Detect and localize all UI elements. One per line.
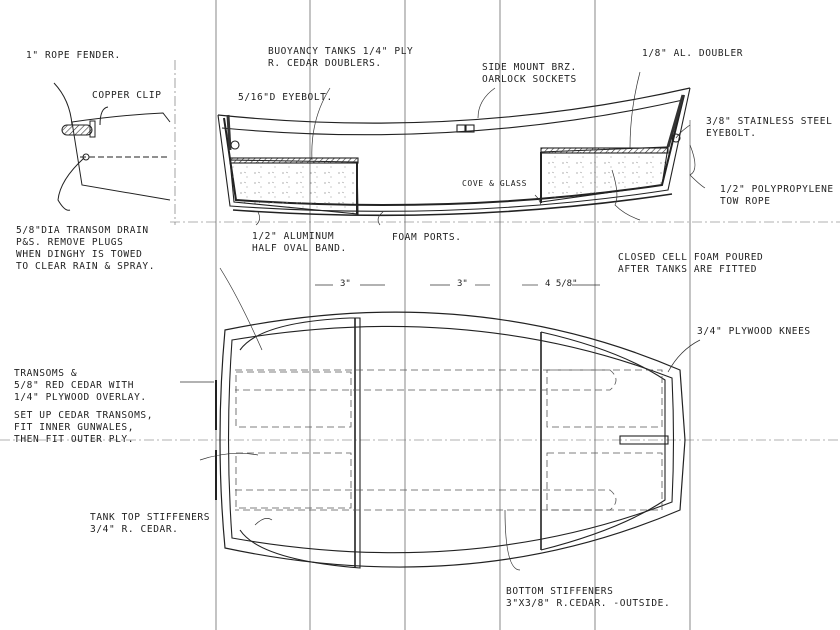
- note-transoms: Transoms &5/8" Red Cedar With1/4" Plywoo…: [14, 368, 153, 446]
- note-closed-cell-foam: Closed Cell Foam PouredAfter Tanks Are F…: [618, 252, 763, 276]
- plan-hull: [215, 311, 686, 569]
- note-line: 1/8" Al. Doubler: [642, 48, 744, 59]
- note-oarlock-sockets: Side Mount Brz.Oarlock Sockets: [482, 62, 577, 86]
- note-line: Copper Clip: [92, 90, 162, 101]
- note-line: Eyebolt.: [706, 128, 757, 139]
- note-line: Side Mount Brz.: [482, 62, 577, 73]
- note-transom-drain: 5/8"Dia Transom DrainP&S. Remove PlugsWh…: [16, 225, 155, 273]
- note-ss-eyebolt: 3/8" Stainless SteelEyebolt.: [706, 116, 832, 140]
- dimension-label: 4 5/8": [545, 279, 578, 289]
- note-line: 5/8" Red Cedar With: [14, 380, 135, 391]
- note-line: Fit Inner Gunwales,: [14, 422, 135, 433]
- note-line: 1" Rope Fender.: [26, 50, 121, 61]
- note-line: 3/8" Stainless Steel: [706, 116, 833, 127]
- note-line: Oarlock Sockets: [482, 74, 577, 85]
- profile-hull: [217, 87, 691, 217]
- note-line: 3/4" Plywood Knees: [697, 326, 811, 337]
- note-line: 3"x3/8" R.Cedar. -Outside.: [506, 598, 671, 609]
- note-plywood-knees: 3/4" Plywood Knees: [697, 326, 811, 338]
- note-line: 3/4" R. Cedar.: [90, 524, 179, 535]
- note-foam-ports: Foam Ports.: [392, 232, 462, 244]
- note-line: 5/8"Dia Transom Drain: [16, 225, 149, 236]
- note-tank-top-stiffeners: Tank Top Stiffeners3/4" R. Cedar.: [90, 512, 210, 536]
- note-line: Tank Top Stiffeners: [90, 512, 211, 523]
- note-bottom-stiffeners: Bottom Stiffeners3"x3/8" R.Cedar. -Outsi…: [506, 586, 670, 610]
- note-line: Bottom Stiffeners: [506, 586, 614, 597]
- note-line: Set Up Cedar Transoms,: [14, 410, 154, 421]
- note-tow-rope: 1/2" PolypropyleneTow Rope: [720, 184, 834, 208]
- note-al-doubler: 1/8" Al. Doubler: [642, 48, 743, 60]
- note-rope-fender: 1" Rope Fender.: [26, 50, 121, 62]
- note-line: 5/16"D Eyebolt.: [238, 92, 333, 103]
- note-line: Tow Rope: [720, 196, 771, 207]
- station-lines: [215, 0, 691, 630]
- note-line: Closed Cell Foam Poured: [618, 252, 764, 263]
- note-line: Half Oval Band.: [252, 243, 347, 254]
- note-copper-clip: Copper Clip: [92, 90, 162, 102]
- fender-detail: [53, 82, 171, 211]
- dimension-label: 3": [457, 279, 468, 289]
- note-cove-glass: Cove & Glass: [462, 178, 527, 190]
- note-line: When Dinghy is Towed: [16, 249, 143, 260]
- note-line: 1/4" Plywood Overlay.: [14, 392, 147, 403]
- plan-stiffeners: [235, 369, 663, 511]
- note-line: 1/2" Polypropylene: [720, 184, 834, 195]
- note-line: Transoms &: [14, 368, 78, 379]
- profile-leaders: [255, 71, 706, 226]
- dimension-label: 3": [340, 279, 351, 289]
- note-line: 1/2" Aluminum: [252, 231, 335, 242]
- centerlines: [0, 60, 840, 441]
- note-line: After Tanks Are Fitted: [618, 264, 758, 275]
- note-line: R. Cedar Doublers.: [268, 58, 382, 69]
- note-line: Buoyancy Tanks 1/4" Ply: [268, 46, 414, 57]
- note-line: Then Fit Outer Ply.: [14, 434, 135, 445]
- note-line: P&S. Remove Plugs: [16, 237, 124, 248]
- note-line: Foam Ports.: [392, 232, 462, 243]
- plan-leaders: [180, 267, 701, 571]
- note-line: To Clear Rain & Spray.: [16, 261, 156, 272]
- note-buoyancy-tanks: Buoyancy Tanks 1/4" PlyR. Cedar Doublers…: [268, 46, 413, 70]
- note-aluminum-band: 1/2" AluminumHalf Oval Band.: [252, 231, 347, 255]
- note-line: Cove & Glass: [462, 179, 527, 188]
- note-eyebolt-516: 5/16"D Eyebolt.: [238, 92, 333, 104]
